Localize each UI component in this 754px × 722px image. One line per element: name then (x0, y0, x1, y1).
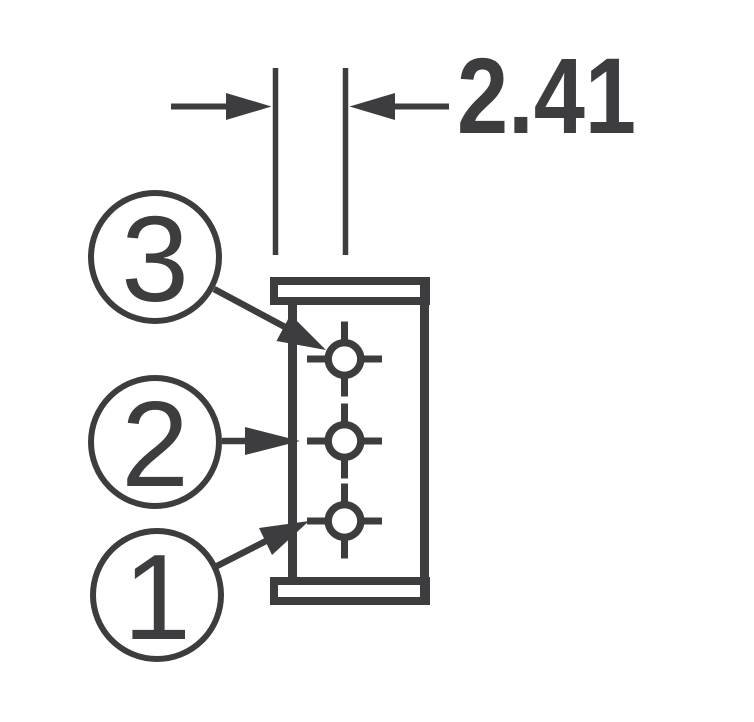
pin-3-callout: 3 (88, 190, 222, 327)
pin-3-leader-shaft (212, 286, 287, 330)
pin-1-leader-shaft (215, 537, 270, 569)
pin-3-arrowhead-icon (276, 314, 326, 350)
pin-2-arrowhead-icon (245, 427, 300, 455)
pin-1-arrowhead-icon (259, 521, 309, 555)
pin-2-label: 2 (121, 376, 189, 512)
pin-1-leader-arrow (215, 521, 309, 569)
terminal-3-crosshair-icon (307, 321, 382, 397)
body-bottom-flange (270, 577, 430, 605)
terminal-3-pad (324, 339, 365, 380)
pin-2-callout: 2 (88, 375, 222, 512)
pin-3-label: 3 (121, 191, 189, 327)
pin-1-callout: 1 (90, 528, 224, 665)
terminal-1-crosshair-icon (307, 483, 382, 559)
dimension-arrowhead-left-pointing-icon (349, 93, 395, 120)
pin-2-callout-circle (88, 375, 222, 509)
pin-1-callout-circle (90, 528, 224, 662)
dimension-value: 2.41 (457, 35, 636, 156)
pin-2-leader-arrow (222, 427, 300, 455)
body-top-flange (270, 277, 430, 305)
terminal-1-pad (324, 501, 365, 542)
pin-1-label: 1 (123, 529, 191, 665)
dimension-annotation: 2.41 (171, 35, 636, 255)
terminal-2-crosshair-icon (307, 403, 382, 479)
pin-3-leader-arrow (212, 286, 326, 350)
terminal-2-pad (324, 421, 365, 462)
dimension-arrowhead-right-pointing-icon (226, 93, 272, 120)
pin-3-callout-circle (88, 190, 222, 324)
